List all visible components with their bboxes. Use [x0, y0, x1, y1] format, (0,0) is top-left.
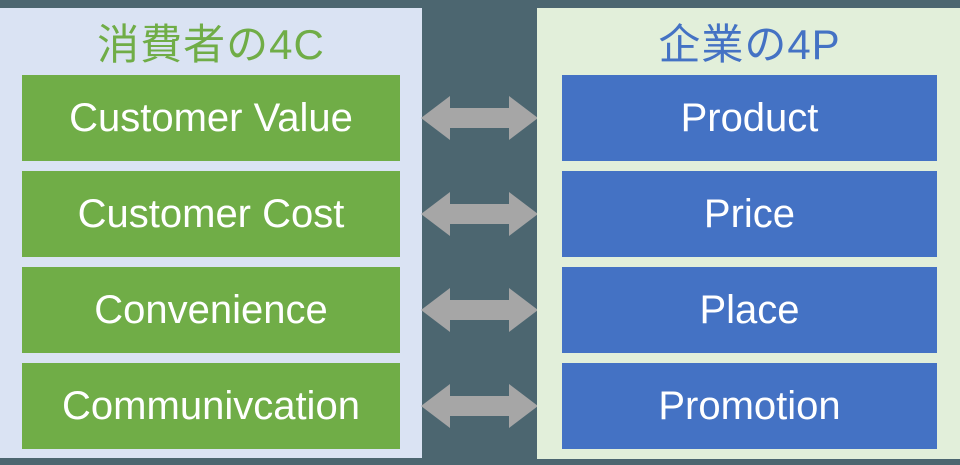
title-consumer-4c: 消費者の4C: [97, 21, 325, 68]
double-arrow-icon: [421, 192, 538, 236]
title-company-4p: 企業の4P: [658, 21, 841, 68]
box-customer-value: Customer Value: [22, 75, 400, 161]
double-arrow-icon: [421, 288, 538, 332]
box-product: Product: [562, 75, 937, 161]
double-arrow-shape: [421, 192, 538, 236]
box-communication: Communivcation: [22, 363, 400, 449]
double-arrow-icon: [421, 384, 538, 428]
panel-company-4p: 企業の4P Product Price Place Promotion: [537, 8, 960, 459]
double-arrow-shape: [421, 384, 538, 428]
double-arrow-shape: [421, 288, 538, 332]
box-customer-cost: Customer Cost: [22, 171, 400, 257]
box-convenience: Convenience: [22, 267, 400, 353]
box-place: Place: [562, 267, 937, 353]
panel-consumer-4c: 消費者の4C Customer Value Customer Cost Conv…: [0, 8, 422, 458]
box-promotion: Promotion: [562, 363, 937, 449]
double-arrow-shape: [421, 96, 538, 140]
box-price: Price: [562, 171, 937, 257]
double-arrow-icon: [421, 96, 538, 140]
